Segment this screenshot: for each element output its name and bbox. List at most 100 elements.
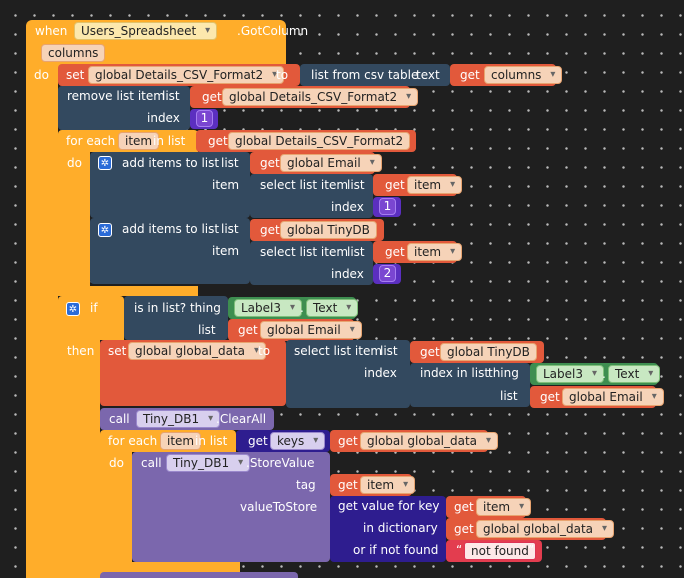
select-list-item-label: select list item [260, 178, 349, 192]
loop-var-item[interactable]: item [118, 132, 160, 150]
get-label: get [385, 178, 405, 192]
var-tinydb[interactable]: global TinyDB [280, 221, 377, 239]
mutator-gear-icon[interactable]: ✲ [98, 156, 112, 170]
label3-text-getter-1[interactable]: Label3 . Text [228, 297, 359, 319]
call-label: call [141, 456, 162, 470]
get-email-block-2[interactable]: get global Email [228, 319, 362, 341]
quote-open: “ [456, 543, 463, 557]
dot-label: . [602, 367, 606, 381]
list-from-csv-label: list from csv table [311, 68, 419, 82]
mutator-gear-icon[interactable]: ✲ [98, 223, 112, 237]
add-items-email-block[interactable]: ✲ add items to list list item [90, 152, 250, 218]
property-dropdown-text[interactable]: Text [306, 299, 359, 317]
in-list-label: in list [195, 434, 228, 448]
get-keys-block[interactable]: get keys [236, 430, 330, 452]
foreach1-do-label: do [67, 156, 82, 170]
param-columns[interactable]: columns [41, 44, 106, 62]
add-items-tinydb-block[interactable]: ✲ add items to list list item [90, 218, 250, 284]
get-email-block-3[interactable]: get global Email [530, 386, 664, 408]
get-keys-label: get [248, 434, 268, 448]
select-index-label: index [331, 200, 364, 214]
get-label: get [260, 223, 280, 237]
get-details-block-1[interactable]: get global Details_CSV_Format2 [190, 86, 419, 108]
dict-dropdown-keys[interactable]: keys [270, 432, 326, 450]
number-block-2[interactable]: 1 [373, 197, 401, 217]
label3-text-getter-2[interactable]: Label3 . Text [530, 363, 661, 385]
get-details-block-2[interactable]: get global Details_CSV_Format2 [196, 130, 416, 152]
var-dropdown-global-data[interactable]: global global_data [476, 520, 615, 538]
string-not-found[interactable]: not found [464, 542, 536, 560]
component-dropdown-tiny-db1[interactable]: Tiny_DB1 [136, 410, 221, 428]
number-block-3[interactable]: 2 [373, 264, 401, 284]
text-label: text [416, 68, 440, 82]
get-item-block-2[interactable]: get item [373, 241, 463, 263]
var-dropdown-global-data[interactable]: global global_data [360, 432, 499, 450]
get-value-for-key-block[interactable]: get value for key in dictionary or if no… [330, 496, 446, 562]
thing-label: thing [488, 366, 519, 380]
select-list-label: list [347, 245, 365, 259]
index-value[interactable]: 1 [196, 110, 213, 127]
method-clearall-label: .ClearAll [216, 412, 267, 426]
get-global-data-block[interactable]: get global global_data [330, 430, 499, 452]
select-list-item-block-2[interactable]: select list item list index [250, 241, 373, 285]
number-block-1[interactable]: 1 [190, 109, 218, 129]
if-block[interactable]: ✲ if [58, 296, 124, 340]
select-list-label: list [380, 344, 398, 358]
call-clearall-block[interactable]: call Tiny_DB1 .ClearAll [100, 408, 274, 430]
select-list-item-block-3[interactable]: select list item list index [286, 340, 410, 408]
var-tinydb[interactable]: global TinyDB [440, 343, 537, 361]
component-dropdown-users-spreadsheet[interactable]: Users_Spreadsheet [74, 22, 218, 40]
text-not-found-block[interactable]: “ not found ” [446, 540, 542, 562]
var-dropdown-email[interactable]: global Email [280, 154, 382, 172]
loop-var-item[interactable]: item [160, 432, 202, 450]
property-dropdown-text[interactable]: Text [608, 365, 661, 383]
is-in-list-block[interactable]: is in list? thing list [124, 296, 228, 340]
foreach1-bottom-bar [58, 286, 198, 296]
call-label: call [109, 412, 130, 426]
var-dropdown-item[interactable]: item [407, 243, 463, 261]
get-columns-block[interactable]: get columns [450, 64, 563, 86]
component-dropdown-tiny-db1[interactable]: Tiny_DB1 [166, 454, 251, 472]
index-value[interactable]: 1 [379, 198, 396, 215]
event-block-gotcolumn[interactable]: when Users_Spreadsheet .GotColumn column… [26, 20, 308, 68]
foreach-item-block[interactable]: for each item in list [58, 130, 198, 152]
var-dropdown-item[interactable]: item [360, 476, 416, 494]
foreach-keys-block[interactable]: for each item in list [100, 430, 236, 452]
get-tinydb-block[interactable]: get global TinyDB [250, 219, 384, 241]
method-storevalue-label: .StoreValue [246, 456, 315, 470]
get-global-data-dict-block[interactable]: get global global_data [446, 518, 615, 540]
var-dropdown-columns[interactable]: columns [484, 66, 563, 84]
index-in-list-block[interactable]: index in list thing list [410, 363, 530, 407]
var-dropdown-email[interactable]: global Email [260, 321, 362, 339]
var-dropdown-item[interactable]: item [476, 498, 532, 516]
set-global-data-block[interactable]: set global global_data to [100, 340, 286, 406]
var-dropdown-global-data[interactable]: global global_data [128, 342, 267, 360]
remove-list-item-block[interactable]: remove list item list index [58, 86, 190, 130]
get-label: get [338, 434, 358, 448]
var-dropdown-details-csv[interactable]: global Details_CSV_Format2 [88, 66, 285, 84]
mutator-gear-icon[interactable]: ✲ [66, 302, 80, 316]
select-list-label: list [347, 178, 365, 192]
foreach2-left-bar [100, 452, 132, 578]
var-dropdown-item[interactable]: item [407, 176, 463, 194]
component-dropdown-label3[interactable]: Label3 [234, 299, 303, 317]
get-tinydb-block-2[interactable]: get global TinyDB [410, 341, 544, 363]
set-details-block[interactable]: set global Details_CSV_Format2 to [58, 64, 300, 86]
get-label: get [540, 390, 560, 404]
component-dropdown-label3[interactable]: Label3 [536, 365, 605, 383]
select-list-item-block-1[interactable]: select list item list index [250, 174, 373, 218]
get-label: get [454, 500, 474, 514]
list-from-csv-block[interactable]: list from csv table text [300, 64, 450, 86]
var-details-csv[interactable]: global Details_CSV_Format2 [228, 132, 411, 150]
get-item-key-block[interactable]: get item [446, 496, 532, 518]
get-item-block-1[interactable]: get item [373, 174, 463, 196]
is-in-list-label: is in list? thing [134, 301, 221, 315]
get-item-tag-block[interactable]: get item [330, 474, 416, 496]
call-storevalue-block[interactable]: call Tiny_DB1 .StoreValue tag valueToSto… [132, 452, 330, 562]
event-body-left-bar [26, 66, 58, 578]
var-dropdown-email[interactable]: global Email [562, 388, 664, 406]
get-email-block[interactable]: get global Email [250, 152, 382, 174]
var-dropdown-details-csv[interactable]: global Details_CSV_Format2 [222, 88, 419, 106]
set-label: set [108, 344, 127, 358]
index-value[interactable]: 2 [379, 265, 396, 282]
